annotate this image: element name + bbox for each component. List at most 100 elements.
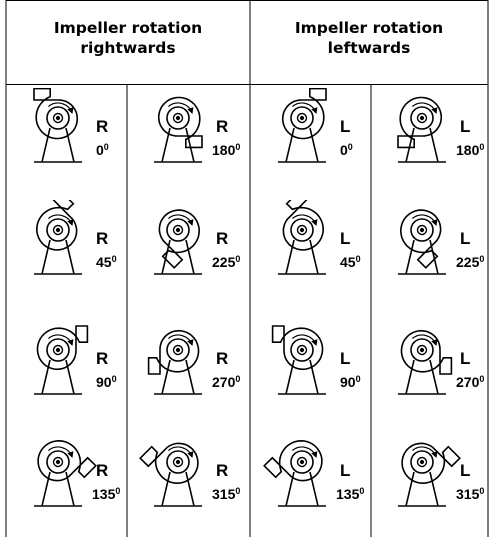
discharge-angle-label: 1800 (456, 140, 484, 158)
angle-value: 90 (340, 374, 356, 390)
fan-position-cell: R 900 (10, 320, 132, 428)
fan-position-cell: R 3150 (130, 432, 252, 540)
degree-mark: 0 (111, 254, 117, 264)
angle-value: 0 (96, 142, 104, 158)
angle-value: 45 (340, 254, 356, 270)
fan-position-cell: L 900 (254, 320, 376, 428)
fan-housing-icon (263, 439, 326, 507)
angle-value: 225 (456, 254, 480, 270)
rotation-direction-letter: L (340, 229, 351, 248)
degree-mark: 0 (115, 486, 121, 496)
fan-position-cell: L 2250 (374, 200, 494, 308)
degree-mark: 0 (235, 374, 241, 384)
header-leftwards-line-2: leftwards (327, 39, 411, 57)
rotation-direction-letter: L (460, 349, 471, 368)
degree-mark: 0 (479, 142, 485, 152)
header-leftwards-line-1: Impeller rotation (294, 19, 444, 37)
rotation-direction-letter: R (216, 461, 229, 480)
rotation-direction-letter: R (216, 117, 229, 136)
fan-housing-icon (147, 329, 202, 395)
fan-position-cell: R 1800 (130, 88, 252, 196)
fan-position-cell: R 2250 (130, 200, 252, 308)
angle-value: 225 (212, 254, 236, 270)
degree-mark: 0 (479, 254, 485, 264)
angle-value: 0 (340, 142, 348, 158)
fan-position-cell: L 1800 (374, 88, 494, 196)
rotation-direction-letter: R (216, 349, 229, 368)
discharge-angle-label: 2250 (456, 252, 484, 270)
rotation-direction-letter: R (96, 461, 109, 480)
fan-housing-icon (278, 88, 327, 163)
fan-housing-icon (154, 209, 202, 275)
fan-housing-icon (278, 200, 326, 275)
angle-value: 270 (212, 374, 236, 390)
rotation-direction-letter: L (340, 461, 351, 480)
fan-housing-icon (398, 209, 446, 275)
discharge-angle-label: 900 (96, 372, 117, 390)
fan-housing-icon (33, 88, 82, 163)
angle-value: 135 (92, 486, 116, 502)
degree-mark: 0 (103, 142, 109, 152)
angle-value: 180 (212, 142, 236, 158)
angle-value: 315 (456, 486, 480, 502)
rotation-direction-letter: R (96, 229, 109, 248)
degree-mark: 0 (235, 254, 241, 264)
discharge-angle-label: 1350 (92, 484, 120, 502)
fan-housing-icon (139, 442, 202, 507)
fan-position-cell: R 1350 (10, 432, 132, 540)
header-rightwards-line-2: rightwards (80, 39, 176, 57)
fan-housing-icon (398, 329, 453, 395)
header-leftwards: Impeller rotation leftwards (250, 18, 488, 58)
fan-housing-icon (34, 325, 89, 395)
discharge-angle-label: 2700 (212, 372, 240, 390)
fan-position-cell: L 1350 (254, 432, 376, 540)
degree-mark: 0 (235, 486, 241, 496)
degree-mark: 0 (479, 374, 485, 384)
fan-position-cell: R 2700 (130, 320, 252, 428)
rotation-direction-letter: R (96, 117, 109, 136)
discharge-angle-label: 450 (96, 252, 117, 270)
discharge-angle-label: 2700 (456, 372, 484, 390)
discharge-angle-label: 00 (96, 140, 109, 158)
rotation-direction-letter: L (340, 349, 351, 368)
degree-mark: 0 (355, 374, 361, 384)
angle-value: 90 (96, 374, 112, 390)
degree-mark: 0 (235, 142, 241, 152)
discharge-angle-label: 450 (340, 252, 361, 270)
rotation-direction-letter: L (460, 461, 471, 480)
discharge-angle-label: 2250 (212, 252, 240, 270)
discharge-angle-label: 3150 (456, 484, 484, 502)
degree-mark: 0 (355, 254, 361, 264)
rotation-direction-letter: L (460, 117, 471, 136)
angle-value: 180 (456, 142, 480, 158)
header-rightwards-line-1: Impeller rotation (53, 19, 203, 37)
degree-mark: 0 (359, 486, 365, 496)
degree-mark: 0 (111, 374, 117, 384)
discharge-angle-label: 00 (340, 140, 353, 158)
degree-mark: 0 (479, 486, 485, 496)
fan-housing-icon (271, 325, 326, 395)
angle-value: 45 (96, 254, 112, 270)
discharge-angle-label: 900 (340, 372, 361, 390)
fan-position-cell: L 2700 (374, 320, 494, 428)
fan-housing-icon (34, 439, 97, 507)
angle-value: 270 (456, 374, 480, 390)
fan-position-cell: L 450 (254, 200, 376, 308)
rotation-direction-letter: R (96, 349, 109, 368)
rotation-direction-letter: L (460, 229, 471, 248)
discharge-angle-label: 1350 (336, 484, 364, 502)
degree-mark: 0 (347, 142, 353, 152)
fan-housing-icon (34, 200, 82, 275)
fan-position-cell: R 450 (10, 200, 132, 308)
angle-value: 135 (336, 486, 360, 502)
fan-housing-icon (154, 96, 203, 163)
discharge-angle-label: 1800 (212, 140, 240, 158)
header-rightwards: Impeller rotation rightwards (6, 18, 250, 58)
discharge-angle-label: 3150 (212, 484, 240, 502)
fan-housing-icon (397, 96, 446, 163)
fan-position-cell: R 00 (10, 88, 132, 196)
fan-position-cell: L 3150 (374, 432, 494, 540)
rotation-direction-letter: R (216, 229, 229, 248)
